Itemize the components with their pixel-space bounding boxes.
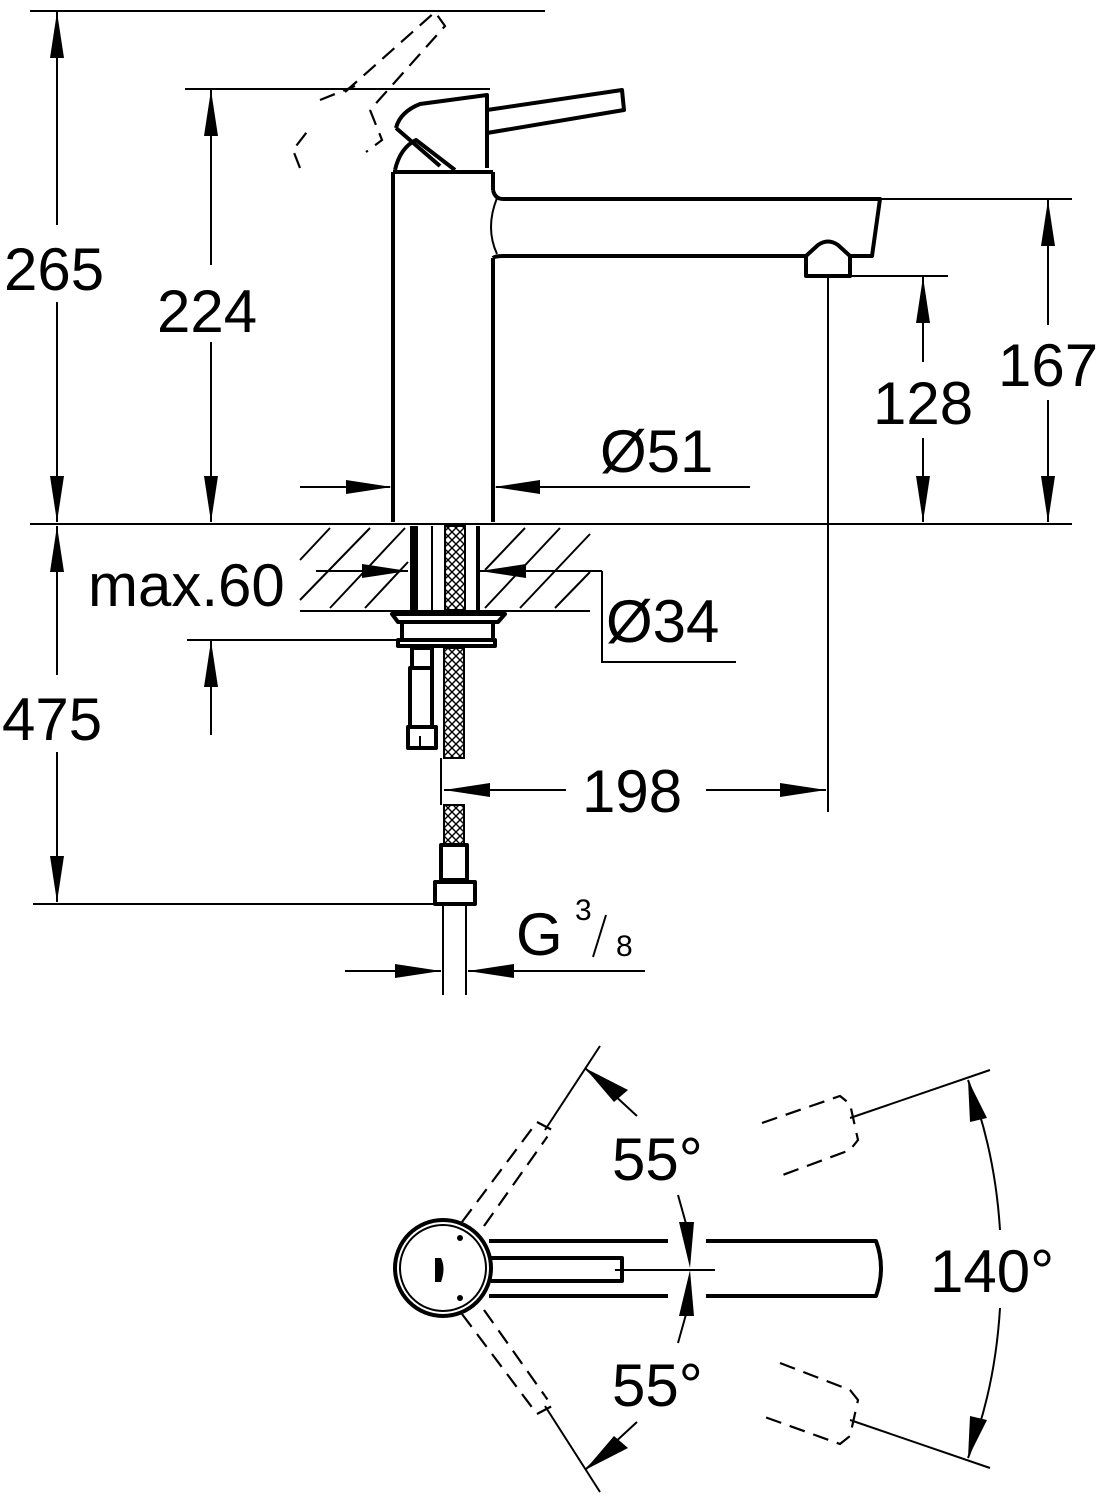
lever-angle-up-label: 55° <box>612 1126 703 1193</box>
spout-alt-positions <box>761 1094 860 1446</box>
dim-projection-label: 198 <box>582 758 682 825</box>
dim-body-diameter: Ø51 <box>300 418 750 494</box>
dim-spout-height: 167 <box>880 198 1098 522</box>
dim-hole-diameter-label: Ø34 <box>606 588 719 655</box>
dim-lever-angle-up: 55° <box>544 1045 703 1268</box>
dim-total-height: 265 <box>4 10 545 522</box>
spout-swivel-angle-label: 140° <box>930 1238 1054 1305</box>
lever-angle-down-label: 55° <box>612 1352 703 1419</box>
dim-outlet-height: 128 <box>850 275 973 522</box>
dim-spout-swivel: 140° <box>849 1069 1054 1469</box>
connection-thread-numerator: 3 <box>575 894 592 927</box>
dim-hose-length: 475 <box>2 526 440 905</box>
connection-thread-denominator: 8 <box>616 930 633 963</box>
side-view: 265 224 167 128 <box>2 10 1098 995</box>
spout <box>491 189 882 278</box>
lever-top <box>491 1256 715 1283</box>
connection-thread-label: G <box>516 901 563 968</box>
dim-worktop-thickness-label: max.60 <box>88 552 285 619</box>
body-circle <box>393 1218 493 1318</box>
dim-outlet-height-label: 128 <box>873 370 973 437</box>
dim-lever-height-label: 224 <box>157 278 257 345</box>
dim-lever-height: 224 <box>157 88 490 522</box>
dim-total-height-label: 265 <box>4 236 104 303</box>
dim-hole-diameter: Ø34 max.60 <box>88 552 736 663</box>
dim-connection-thread: G 3 8 <box>345 894 645 978</box>
dim-spout-height-label: 167 <box>998 332 1098 399</box>
dim-body-diameter-label: Ø51 <box>600 418 713 485</box>
lever <box>393 88 626 172</box>
dim-lever-angle-down: 55° <box>544 1270 703 1493</box>
supply-hoses <box>390 525 507 995</box>
spout-top <box>489 1239 883 1298</box>
faucet-body <box>391 170 498 522</box>
lever-alt-positions <box>461 1120 554 1416</box>
dim-projection: 198 <box>444 758 826 825</box>
top-view: 55° 55° 140° <box>393 1045 1054 1493</box>
dim-hose-length-label: 475 <box>2 686 102 753</box>
